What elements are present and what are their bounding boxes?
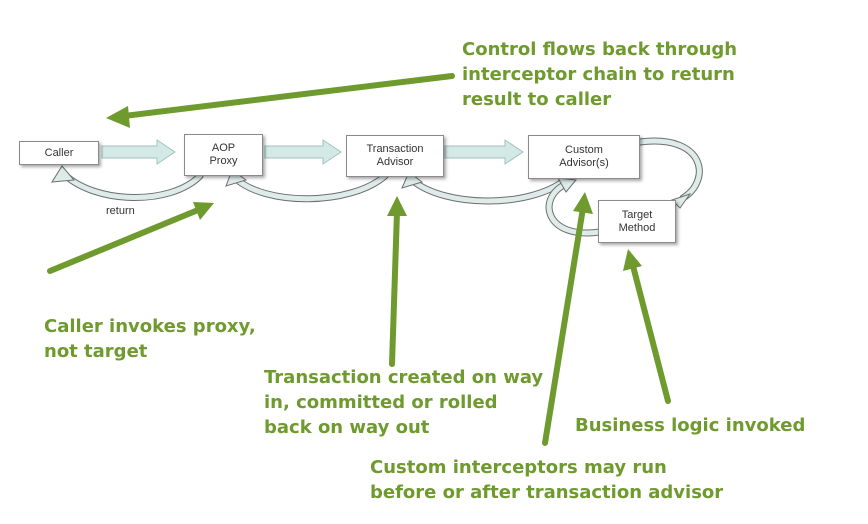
note-custom-interceptors: Custom interceptors may run before or af… bbox=[370, 457, 724, 503]
caller-label: Caller bbox=[44, 146, 74, 159]
note-business-logic: Business logic invoked bbox=[575, 415, 806, 436]
target-method-label: Target Method bbox=[618, 208, 656, 234]
transaction-advisor-box: Transaction Advisor bbox=[346, 135, 444, 177]
return-arc-custom-advisor-to-transaction-advisor bbox=[401, 171, 569, 205]
aop-proxy-box: AOP Proxy bbox=[184, 134, 263, 176]
annotation-arrow-custom-interceptors bbox=[542, 192, 593, 446]
aop-proxy-label: AOP Proxy bbox=[209, 142, 238, 167]
caller-box: Caller bbox=[19, 141, 99, 165]
annotation-arrow-caller-invokes bbox=[47, 202, 214, 274]
custom-advisor-box: Custom Advisor(s) bbox=[528, 135, 640, 179]
note-control-flows: Control flows back through interceptor c… bbox=[462, 39, 738, 110]
note-caller-invokes: Caller invokes proxy, not target bbox=[44, 316, 256, 362]
return-arc-custom-advisor-to-target-method bbox=[636, 137, 703, 209]
custom-advisor-label: Custom Advisor(s) bbox=[559, 144, 609, 169]
flow-arrow-transaction-advisor-to-custom-advisor bbox=[444, 139, 524, 165]
return-arc-target-method-to-custom-advisor bbox=[545, 177, 604, 237]
flow-arrow-caller-to-proxy bbox=[101, 139, 176, 165]
return-arc-proxy-to-caller bbox=[51, 165, 204, 201]
note-transaction-created: Transaction created on way in, committed… bbox=[264, 367, 544, 438]
transaction-advisor-label: Transaction Advisor bbox=[366, 143, 424, 168]
annotation-arrow-control-flow bbox=[106, 73, 455, 128]
annotation-arrow-transaction-created bbox=[387, 196, 407, 367]
return-label: return bbox=[106, 205, 135, 217]
target-method-box: Target Method bbox=[598, 200, 676, 243]
flow-arrow-proxy-to-transaction-advisor bbox=[264, 139, 342, 165]
annotation-arrow-business-logic bbox=[623, 249, 671, 404]
